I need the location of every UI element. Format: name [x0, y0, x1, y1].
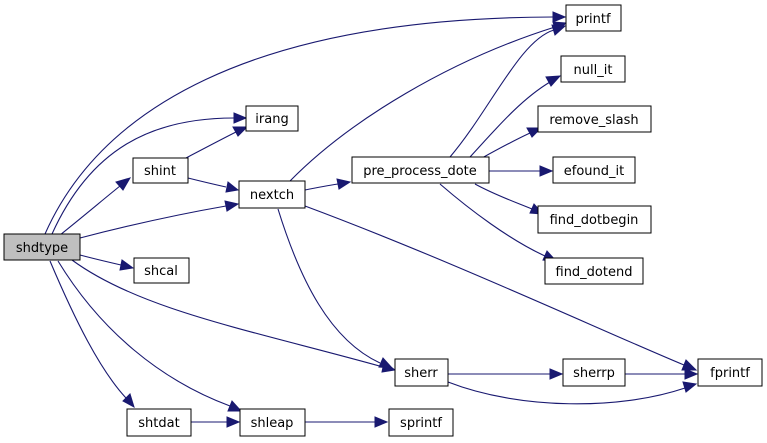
edge-shtdat-shleap — [191, 416, 241, 428]
node-label: find_dotbegin — [550, 213, 639, 228]
node-sherrp[interactable]: sherrp — [562, 358, 626, 387]
edge-shdtype-printf — [44, 11, 567, 235]
node-nextch[interactable]: nextch — [238, 180, 306, 209]
node-null_it[interactable]: null_it — [560, 55, 626, 83]
node-label: efound_it — [564, 164, 624, 179]
node-label: sherrp — [573, 366, 615, 381]
node-shdtype[interactable]: shdtype — [3, 233, 81, 261]
edge-pre_process_dote-null_it — [469, 75, 562, 158]
node-label: remove_slash — [549, 113, 638, 128]
edge-shdtype-shleap — [57, 260, 243, 412]
node-label: sprintf — [400, 416, 442, 431]
node-label: pre_process_dote — [363, 164, 477, 179]
edge-shdtype-sherr — [71, 259, 397, 373]
node-label: fprintf — [710, 366, 750, 381]
edge-pre_process_dote-efound_it — [488, 165, 554, 177]
edge-pre_process_dote-printf — [449, 24, 567, 158]
edge-shdtype-nextch — [79, 200, 240, 239]
node-label: shleap — [251, 416, 294, 431]
edge-shint-nextch — [187, 177, 240, 193]
node-efound_it[interactable]: efound_it — [552, 156, 636, 184]
node-label: shint — [144, 164, 176, 179]
node-shcal[interactable]: shcal — [133, 257, 190, 284]
node-shleap[interactable]: shleap — [239, 408, 306, 437]
edge-shleap-sprintf — [304, 416, 389, 428]
edge-nextch-pre_process_dote — [304, 178, 352, 191]
node-label: shcal — [144, 264, 178, 279]
edge-sherrp-fprintf — [625, 368, 699, 380]
node-remove_slash[interactable]: remove_slash — [537, 105, 652, 133]
edge-shdtype-shint — [59, 177, 132, 236]
edge-sherr-fprintf — [447, 381, 698, 405]
node-label: null_it — [574, 63, 613, 78]
edge-shdtype-irang — [51, 112, 248, 235]
node-pre_process_dote[interactable]: pre_process_dote — [351, 156, 490, 184]
node-label: printf — [575, 12, 611, 27]
edge-pre_process_dote-find_dotbegin — [474, 183, 545, 215]
node-label: irang — [255, 112, 288, 127]
edge-shint-irang — [185, 126, 249, 159]
node-label: sherr — [404, 366, 438, 381]
edge-shdtype-shcal — [79, 254, 135, 271]
edge-sherr-sherrp — [448, 368, 564, 380]
node-label: nextch — [250, 188, 294, 203]
node-sprintf[interactable]: sprintf — [388, 408, 454, 437]
edge-nextch-fprintf — [304, 205, 698, 371]
node-label: shtdat — [138, 416, 179, 431]
node-fprintf[interactable]: fprintf — [697, 358, 763, 387]
node-irang[interactable]: irang — [245, 105, 299, 132]
edge-nextch-sherr — [277, 208, 394, 369]
edge-pre_process_dote-remove_slash — [481, 127, 543, 159]
node-find_dotbegin[interactable]: find_dotbegin — [537, 205, 652, 234]
node-sherr[interactable]: sherr — [394, 358, 449, 387]
node-label: shdtype — [16, 241, 68, 256]
node-shtdat[interactable]: shtdat — [126, 408, 192, 437]
node-label: find_dotend — [556, 265, 633, 280]
edge-shdtype-shtdat — [49, 260, 135, 409]
node-printf[interactable]: printf — [565, 4, 622, 32]
node-find_dotend[interactable]: find_dotend — [544, 257, 644, 285]
node-shint[interactable]: shint — [132, 157, 189, 184]
